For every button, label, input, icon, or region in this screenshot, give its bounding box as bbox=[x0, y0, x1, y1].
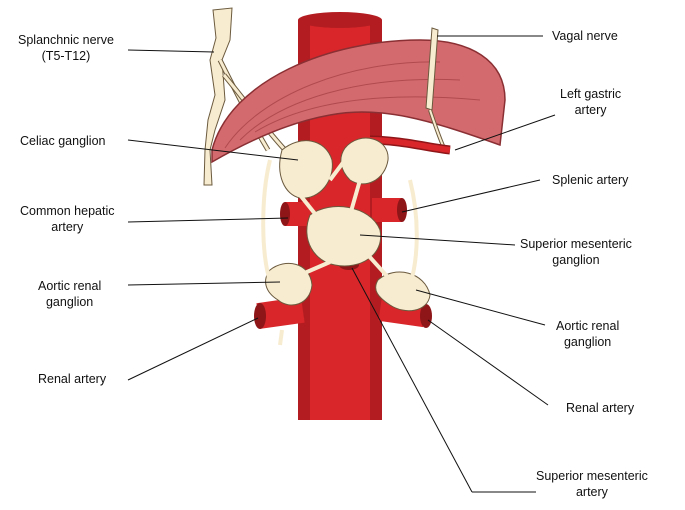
nerve-branches bbox=[261, 158, 419, 346]
label-splenic-artery: Splenic artery bbox=[552, 173, 629, 187]
label-renal-artery-right: Renal artery bbox=[566, 401, 635, 415]
label-celiac-ganglion: Celiac ganglion bbox=[20, 134, 106, 148]
left-gastric-artery bbox=[369, 135, 451, 155]
aortic-renal-ganglion-left bbox=[265, 262, 313, 306]
celiac-ganglion-left bbox=[279, 140, 333, 199]
ganglia-plexus bbox=[265, 137, 431, 312]
leader-lines bbox=[127, 35, 556, 493]
aortic-renal-ganglion-right bbox=[375, 271, 431, 312]
label-superior-mesenteric-artery: Superior mesenteric artery bbox=[536, 469, 648, 499]
label-left-gastric-artery: Left gastric artery bbox=[560, 87, 622, 117]
label-splanchnic-nerve: Splanchnic nerve (T5-T12) bbox=[18, 33, 114, 63]
label-renal-artery-left: Renal artery bbox=[38, 372, 107, 386]
label-superior-mesenteric-ganglion: Superior mesenteric ganglion bbox=[520, 237, 632, 267]
splenic-artery bbox=[372, 198, 407, 222]
label-aortic-renal-ganglion-left: Aortic renal ganglion bbox=[38, 279, 102, 309]
label-vagal-nerve: Vagal nerve bbox=[552, 29, 618, 43]
label-aortic-renal-ganglion-right: Aortic renal ganglion bbox=[556, 319, 620, 349]
label-common-hepatic-artery: Common hepatic artery bbox=[20, 204, 115, 234]
